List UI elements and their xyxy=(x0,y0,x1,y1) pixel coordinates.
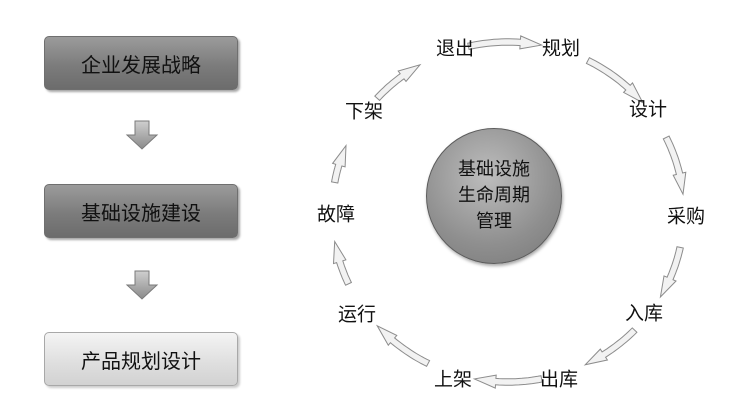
stage-purchase: 采购 xyxy=(666,205,706,228)
stage-operate: 运行 xyxy=(337,303,377,326)
cycle-arrow-operate-to-fault xyxy=(332,239,353,286)
cycle-arrow-inbound-to-outbound xyxy=(583,327,638,366)
cycle-arrow-purchase-to-inbound xyxy=(659,246,684,299)
stage-design: 设计 xyxy=(628,98,668,121)
stage-plan: 规划 xyxy=(541,37,581,60)
stage-decommission: 下架 xyxy=(344,100,384,123)
stage-fault: 故障 xyxy=(316,203,356,226)
lifecycle-center-circle: 基础设施 生命周期 管理 xyxy=(426,128,562,264)
down-arrow-1 xyxy=(125,120,159,150)
cycle-arrow-fault-to-decommission xyxy=(330,144,347,184)
center-line-1: 基础设施 xyxy=(458,159,530,180)
cycle-arrows xyxy=(330,35,687,389)
cycle-arrow-exit-to-plan xyxy=(467,35,544,51)
down-arrow-2 xyxy=(125,270,159,300)
stage-inbound: 入库 xyxy=(624,302,664,325)
infrastructure-label: 基础设施建设 xyxy=(81,200,201,225)
cycle-arrow-decommission-to-exit xyxy=(374,63,422,102)
stage-shelve: 上架 xyxy=(433,368,473,391)
cycle-arrow-plan-to-design xyxy=(585,57,644,104)
center-line-3: 管理 xyxy=(476,211,512,232)
stage-outbound: 出库 xyxy=(539,368,579,391)
center-line-2: 生命周期 xyxy=(458,185,530,206)
cycle-arrow-outbound-to-shelve xyxy=(472,374,543,389)
cycle-arrow-shelve-to-operate xyxy=(375,324,431,367)
cycle-arrow-design-to-purchase xyxy=(662,135,687,196)
strategy-box: 企业发展战略 xyxy=(44,36,238,90)
strategy-label: 企业发展战略 xyxy=(81,52,201,77)
stage-exit: 退出 xyxy=(435,37,475,60)
infrastructure-box: 基础设施建设 xyxy=(44,184,238,238)
product-planning-box: 产品规划设计 xyxy=(44,332,238,386)
product-planning-label: 产品规划设计 xyxy=(81,348,201,373)
